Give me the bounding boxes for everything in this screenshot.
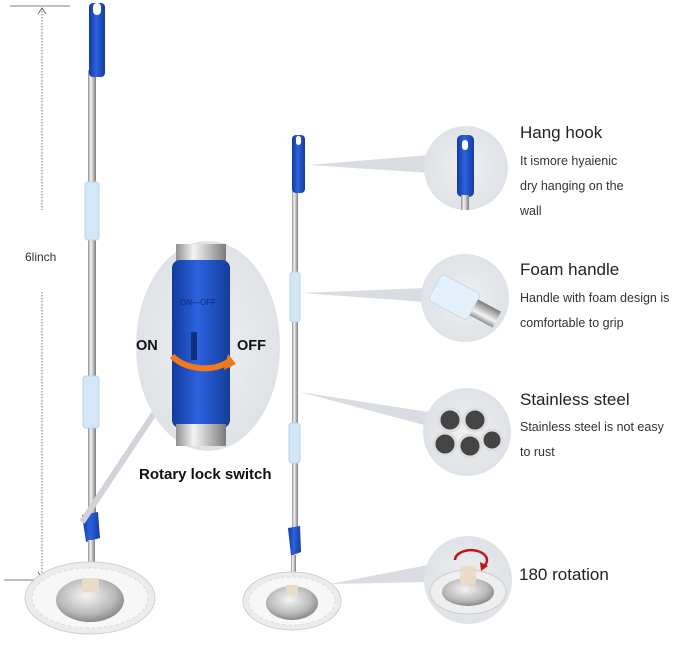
hang-hook-closeup bbox=[424, 126, 508, 210]
feature-title-rotation: 180 rotation bbox=[519, 565, 609, 584]
lock-caption: Rotary lock switch bbox=[139, 466, 272, 483]
dimension-label: 6linch bbox=[25, 250, 57, 264]
feature-desc-stainless-steel: Stainless steel is not easy to rust bbox=[520, 415, 664, 465]
desc-line: dry hanging on the bbox=[520, 179, 624, 193]
desc-line: It ismore hyaienic bbox=[520, 154, 618, 168]
feature-title-foam-handle: Foam handle bbox=[520, 260, 620, 279]
lock-off-label: OFF bbox=[237, 338, 266, 354]
lock-on-label: ON bbox=[136, 338, 158, 354]
desc-line: Stainless steel is not easy bbox=[520, 420, 664, 434]
feature-desc-hang-hook: It ismore hyaienic dry hanging on the wa… bbox=[520, 149, 624, 224]
desc-line: comfortable to grip bbox=[520, 316, 624, 330]
desc-line: wall bbox=[520, 204, 542, 218]
dimension-line bbox=[4, 5, 70, 581]
feature-title-stainless-steel: Stainless steel bbox=[520, 390, 630, 409]
lock-emboss-text: ON—OFF bbox=[180, 298, 216, 307]
feature-title-hang-hook: Hang hook bbox=[520, 123, 603, 142]
foam-handle-closeup bbox=[421, 254, 509, 342]
desc-line: Handle with foam design is bbox=[520, 291, 670, 305]
rotation-closeup bbox=[424, 536, 512, 624]
right-mop bbox=[242, 135, 342, 631]
feature-desc-foam-handle: Handle with foam design is comfortable t… bbox=[520, 286, 669, 336]
left-mop bbox=[24, 3, 156, 635]
lock-callout bbox=[79, 241, 280, 524]
desc-line: to rust bbox=[520, 445, 555, 459]
callout-connectors bbox=[300, 155, 430, 584]
stainless-steel-closeup bbox=[423, 388, 511, 476]
